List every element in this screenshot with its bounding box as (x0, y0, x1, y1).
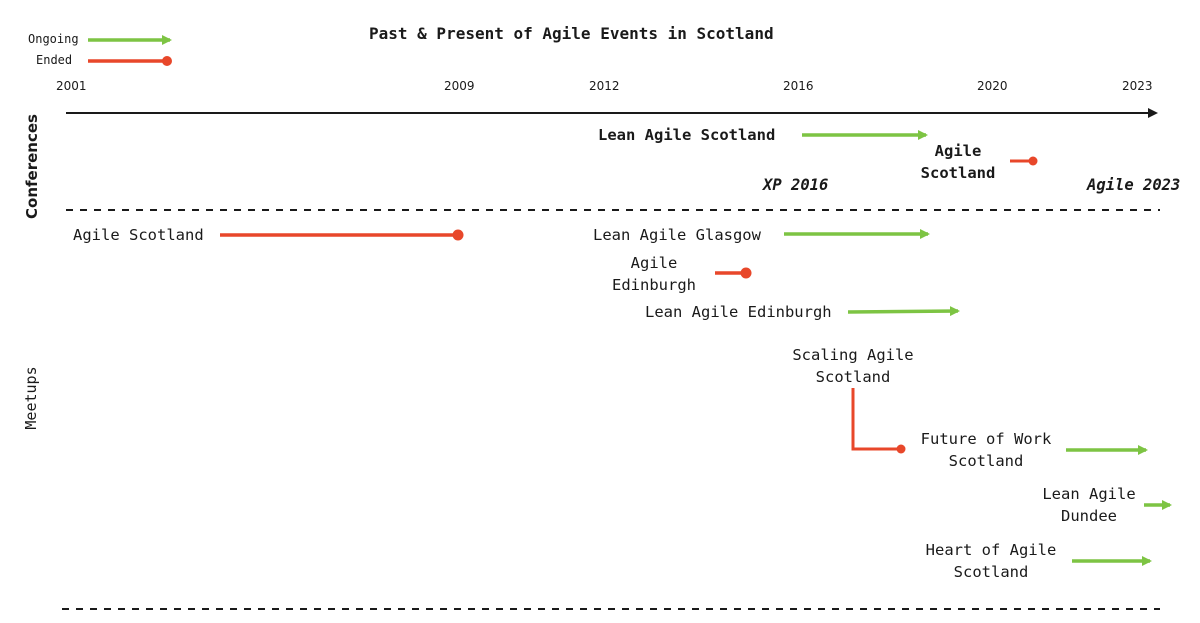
scaling-agile-dot (896, 444, 906, 454)
event-line: Edinburgh (612, 276, 696, 294)
event-line: Scaling Agile (792, 346, 914, 364)
event-agile-scotland-conf: Agile Scotland (908, 140, 1008, 184)
event-future-of-work-scotland: Future of Work Scotland (912, 428, 1060, 472)
year-label: 2009 (444, 79, 475, 93)
event-lean-agile-glasgow: Lean Agile Glasgow (593, 226, 761, 244)
event-scaling-agile-scotland: Scaling Agile Scotland (783, 344, 923, 388)
event-xp-2016: XP 2016 (763, 176, 829, 194)
event-line: Heart of Agile (925, 541, 1057, 559)
event-line: Scotland (815, 368, 891, 386)
year-label: 2023 (1122, 79, 1153, 93)
chart-title: Past & Present of Agile Events in Scotla… (369, 24, 774, 43)
event-agile-scotland-meetup: Agile Scotland (73, 226, 204, 244)
event-line: Future of Work (920, 430, 1052, 448)
year-label: 2001 (56, 79, 87, 93)
legend-ended-label: Ended (36, 53, 73, 67)
event-lean-agile-scotland-conf: Lean Agile Scotland (598, 126, 776, 144)
lean-agile-edinburgh-arrow (847, 306, 960, 317)
event-heart-of-agile-scotland: Heart of Agile Scotland (917, 539, 1065, 583)
event-line: Scotland (948, 452, 1024, 470)
legend-ongoing-label: Ongoing (28, 32, 79, 46)
agile-edinburgh-dot (740, 267, 752, 279)
event-line: Agile (934, 142, 982, 160)
event-line: Scotland (920, 164, 996, 182)
agile-scotland-meetup-dot (452, 229, 464, 241)
scaling-agile-connector (851, 388, 900, 451)
event-agile-2023: Agile 2023 (1087, 176, 1181, 194)
event-lean-agile-edinburgh: Lean Agile Edinburgh (645, 303, 832, 321)
event-lean-agile-dundee: Lean Agile Dundee (1036, 483, 1142, 527)
legend-ended-dot (162, 56, 172, 66)
year-label: 2016 (783, 79, 814, 93)
event-agile-edinburgh: Agile Edinburgh (602, 252, 706, 296)
event-line: Scotland (953, 563, 1029, 581)
lane-label-conferences: Conferences (23, 114, 41, 219)
year-label: 2012 (589, 79, 620, 93)
lane-label-meetups: Meetups (22, 366, 40, 430)
event-line: Dundee (1061, 507, 1117, 525)
event-line: Agile (630, 254, 678, 272)
event-line: Lean Agile (1042, 485, 1136, 503)
year-label: 2020 (977, 79, 1008, 93)
agile-scotland-conf-dot (1028, 156, 1038, 166)
